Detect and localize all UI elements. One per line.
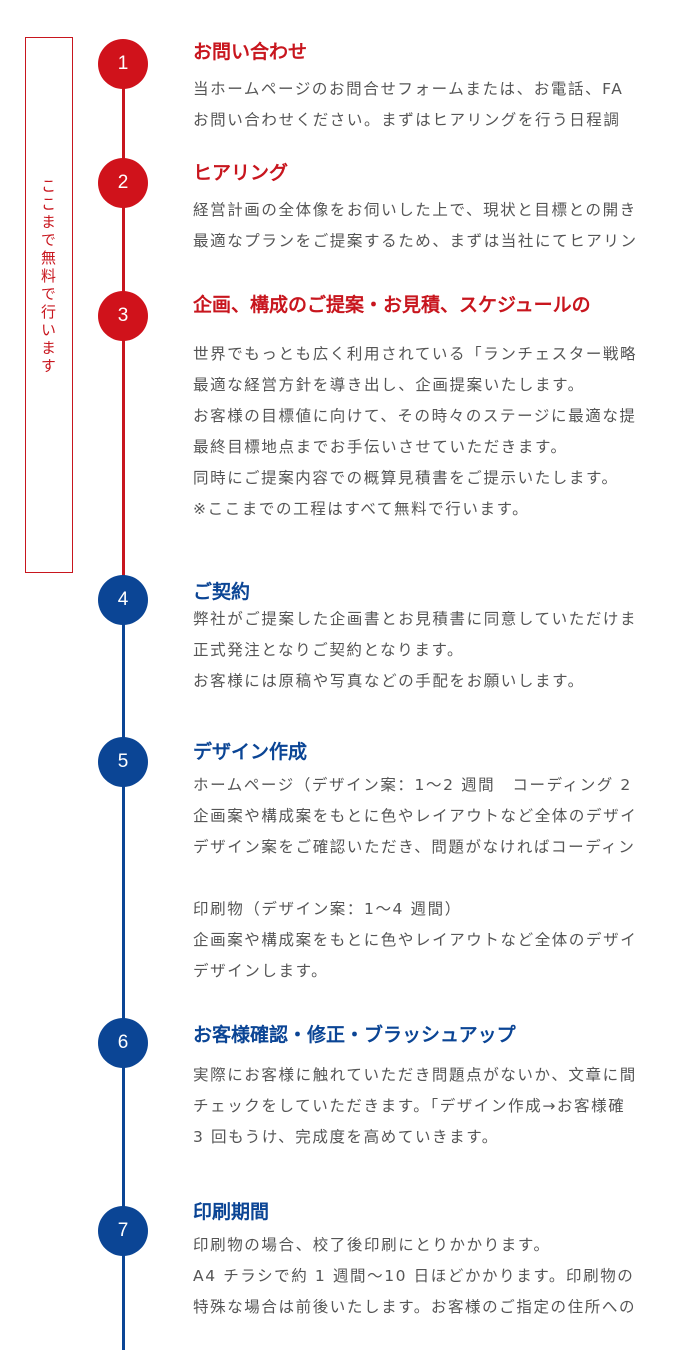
step-1-line: お問い合わせください。まずはヒアリングを行う日程調 [193, 111, 621, 129]
step-5-line: デザイン案をご確認いただき、問題がなければコーディン [193, 838, 636, 856]
step-4-line: 弊社がご提案した企画書とお見積書に同意していただけま [193, 610, 638, 628]
step-7-line: 印刷物の場合、校了後印刷にとりかかります。 [193, 1236, 551, 1254]
step-3-description: 世界でもっとも広く利用されている「ランチェスター戦略 最適な経営方針を導き出し、… [193, 339, 637, 525]
step-6-line: 実際にお客様に触れていただき問題点がないか、文章に間 [193, 1066, 637, 1084]
free-section-box: ここまで無料で行います [25, 37, 73, 573]
free-section-label: ここまで無料で行います [39, 178, 57, 376]
step-5-line: 印刷物（デザイン案：1〜4 週間） [193, 900, 462, 918]
step-7-title: 印刷期間 [193, 1201, 270, 1223]
step-1-number-circle: 1 [98, 39, 148, 89]
timeline-line-paid [122, 600, 125, 1350]
step-4-line: 正式発注となりご契約となります。 [193, 641, 465, 659]
step-4-title: ご契約 [193, 581, 251, 603]
step-6-description: 実際にお客様に触れていただき問題点がないか、文章に間 チェックをしていただきます… [193, 1060, 637, 1153]
step-6-line: チェックをしていただきます。「デザイン作成→お客様確 [193, 1097, 626, 1115]
step-4-line: お客様には原稿や写真などの手配をお願いします。 [193, 672, 585, 690]
step-5-title: デザイン作成 [193, 741, 308, 763]
step-3-line: 最適な経営方針を導き出し、企画提案いたします。 [193, 376, 585, 394]
step-5-line [193, 863, 637, 894]
step-6-line: 3 回もうけ、完成度を高めていきます。 [193, 1128, 499, 1146]
step-3-title: 企画、構成のご提案・お見積、スケジュールの [193, 294, 591, 316]
step-7-number-circle: 7 [98, 1206, 148, 1256]
step-7-description: 印刷物の場合、校了後印刷にとりかかります。 A4 チラシで約 1 週間〜10 日… [193, 1230, 636, 1323]
step-5-line: ホームページ（デザイン案：1〜2 週間 コーディング 2 [193, 776, 632, 794]
step-1-line: 当ホームページのお問合せフォームまたは、お電話、FA [193, 80, 624, 98]
step-3-line: 世界でもっとも広く利用されている「ランチェスター戦略 [193, 345, 638, 363]
step-3-line: お客様の目標値に向けて、その時々のステージに最適な提 [193, 407, 637, 425]
step-5-line: 企画案や構成案をもとに色やレイアウトなど全体のデザイ [193, 807, 638, 825]
step-6-number-circle: 6 [98, 1018, 148, 1068]
step-1-description: 当ホームページのお問合せフォームまたは、お電話、FA お問い合わせください。まず… [193, 74, 623, 136]
step-2-line: 最適なプランをご提案するため、まずは当社にてヒアリン [193, 232, 638, 250]
step-5-number-circle: 5 [98, 737, 148, 787]
step-3-line: 同時にご提案内容での概算見積書をご提示いたします。 [193, 469, 619, 487]
step-2-number-circle: 2 [98, 158, 148, 208]
step-2-line: 経営計画の全体像をお伺いした上で、現状と目標との開き [193, 201, 637, 219]
step-3-line: 最終目標地点までお手伝いさせていただきます。 [193, 438, 568, 456]
step-1-title: お問い合わせ [193, 41, 308, 63]
step-4-number-circle: 4 [98, 575, 148, 625]
step-3-number-circle: 3 [98, 291, 148, 341]
step-2-title: ヒアリング [193, 162, 289, 184]
step-5-line: デザインします。 [193, 962, 329, 980]
step-4-description: 弊社がご提案した企画書とお見積書に同意していただけま 正式発注となりご契約となり… [193, 604, 637, 697]
step-7-line: 特殊な場合は前後いたします。お客様のご指定の住所への [193, 1298, 637, 1316]
step-7-line: A4 チラシで約 1 週間〜10 日ほどかかります。印刷物の [193, 1267, 635, 1285]
step-6-title: お客様確認・修正・ブラッシュアップ [193, 1024, 516, 1046]
step-3-line: ※ここまでの工程はすべて無料で行います。 [193, 500, 530, 518]
step-5-line: 企画案や構成案をもとに色やレイアウトなど全体のデザイ [193, 931, 638, 949]
step-2-description: 経営計画の全体像をお伺いした上で、現状と目標との開き 最適なプランをご提案するた… [193, 195, 638, 257]
step-5-description: ホームページ（デザイン案：1〜2 週間 コーディング 2 企画案や構成案をもとに… [193, 770, 637, 987]
